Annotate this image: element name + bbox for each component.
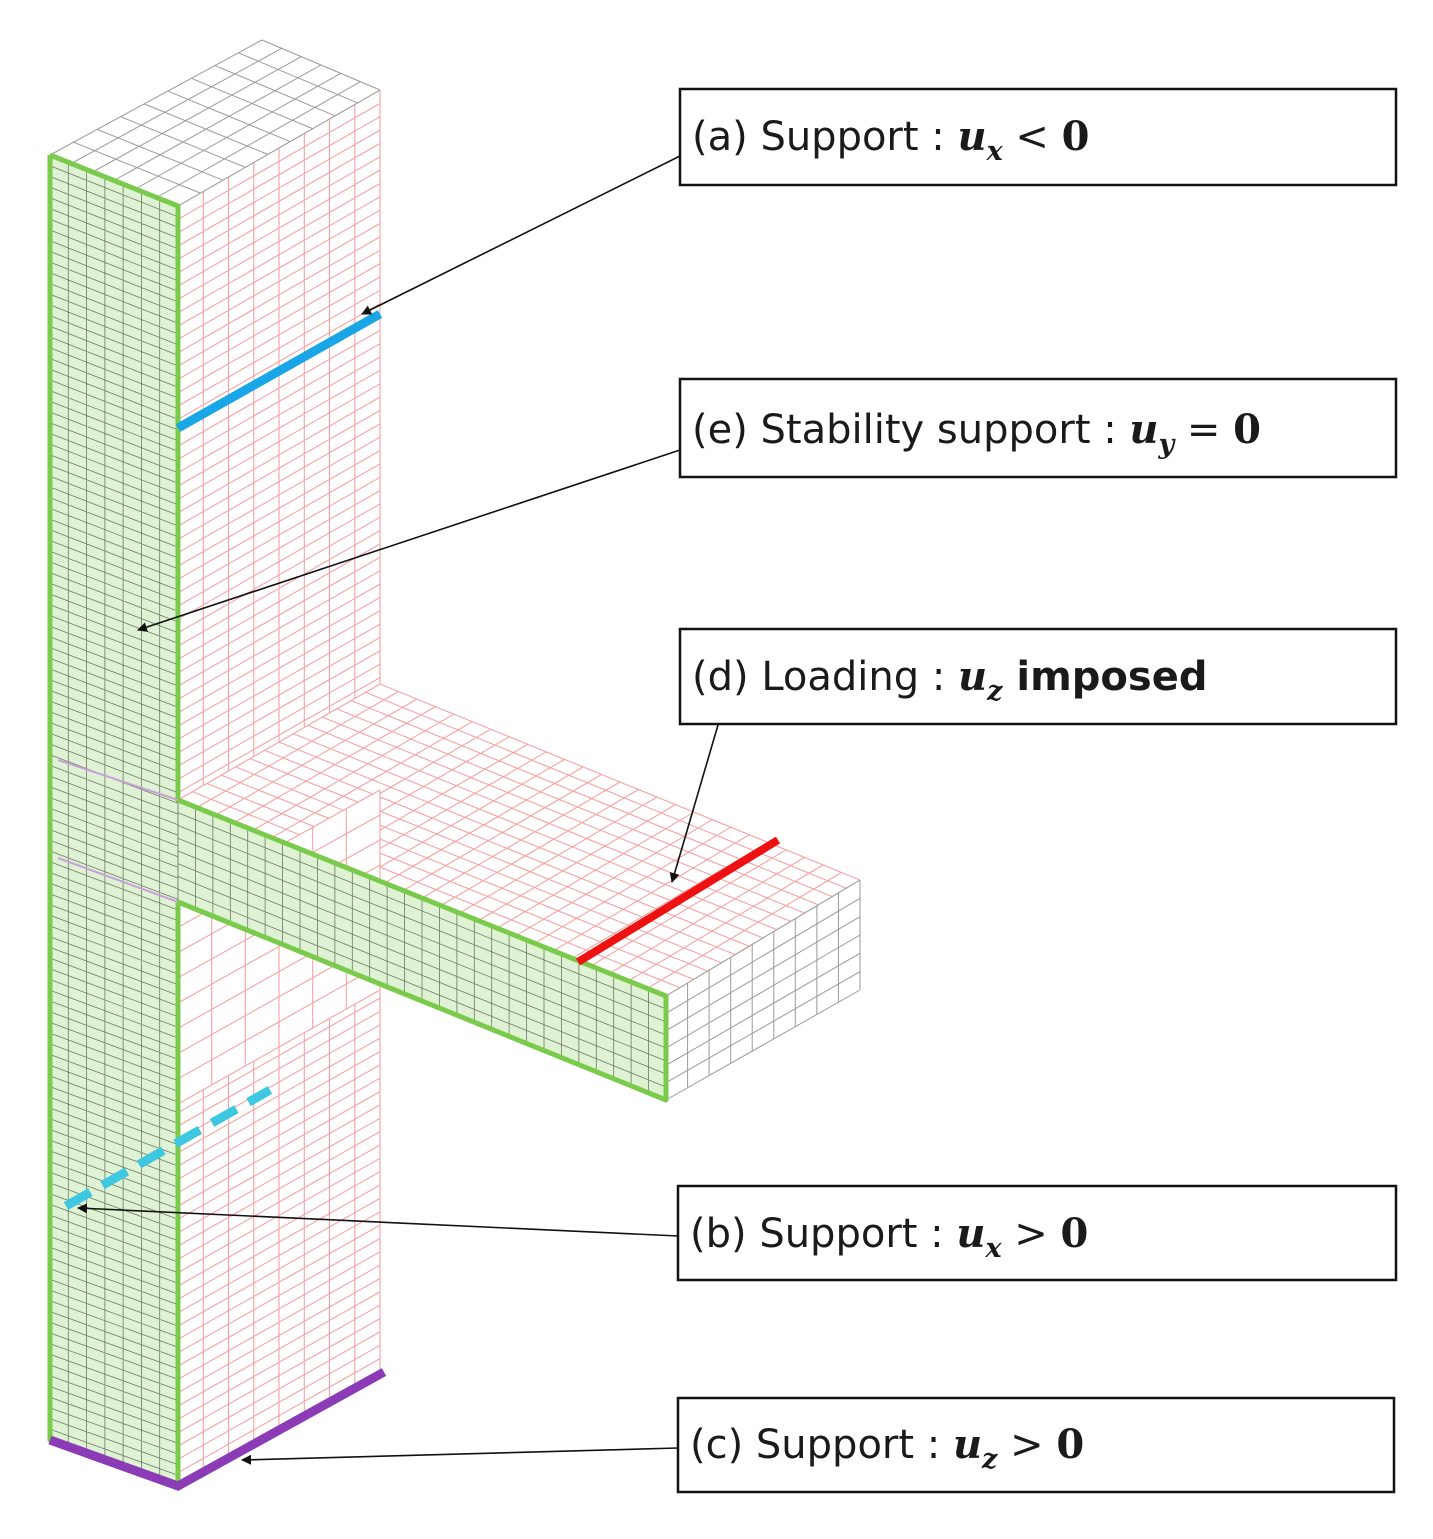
label-box-a: (a) Support : ux < 0	[678, 87, 1398, 187]
loading-d-line	[575, 836, 781, 966]
column-front-face	[49, 154, 179, 1487]
support-c-line	[48, 1368, 387, 1491]
label-box-c: (c) Support : uz > 0	[676, 1396, 1396, 1494]
arrow-e	[137, 449, 681, 632]
label-c-text: (c) Support : uz > 0	[690, 1421, 1084, 1475]
label-b-text: (b) Support : ux > 0	[690, 1210, 1088, 1264]
support-a-line	[175, 310, 383, 432]
joint-region-lines	[57, 759, 179, 903]
label-box-e: (e) Stability support : uy = 0	[678, 377, 1398, 479]
label-a-text: (a) Support : ux < 0	[692, 113, 1089, 167]
label-d-text: (d) Loading : uz imposed	[692, 653, 1207, 707]
column-top-face	[49, 39, 381, 207]
arrow-d	[669, 724, 719, 883]
label-box-b: (b) Support : ux > 0	[676, 1184, 1398, 1282]
label-box-d: (d) Loading : uz imposed	[678, 627, 1398, 726]
support-b-dashed-line	[63, 1086, 273, 1210]
arrow-b	[77, 1203, 679, 1237]
mesh-model	[47, 39, 861, 1489]
label-e-text: (e) Stability support : uy = 0	[692, 406, 1261, 460]
arrow-c	[241, 1447, 679, 1465]
arrow-a	[361, 155, 681, 315]
